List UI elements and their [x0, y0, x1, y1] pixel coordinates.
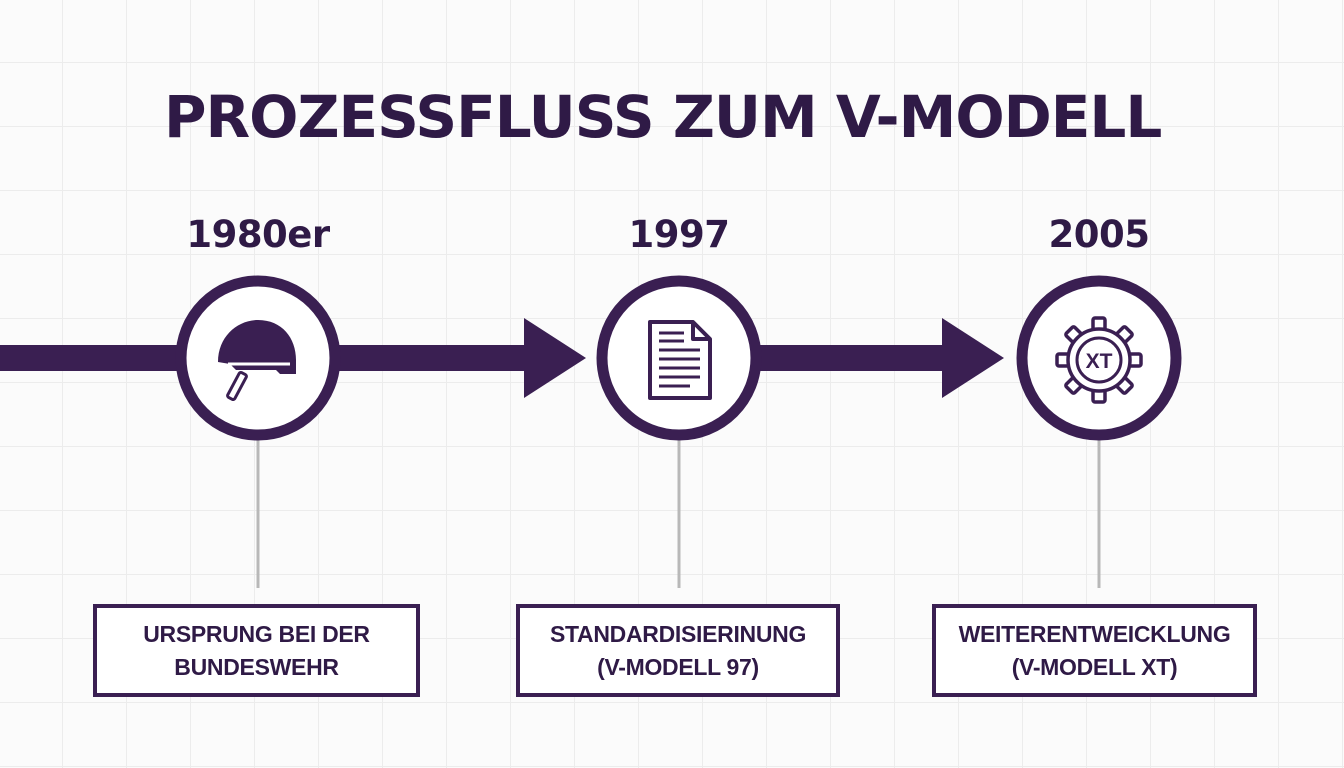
flow-arrowhead-1: [524, 318, 586, 398]
milestone-label-2-line2: (V-MODELL 97): [597, 653, 759, 680]
flow-bar-2-3: [755, 345, 950, 371]
diagram-title: PROZESSFLUSS ZUM V-MODELL: [164, 83, 1162, 151]
gear-xt-icon: XT: [1055, 316, 1143, 404]
document-icon: [648, 320, 712, 400]
milestone-year-3: 2005: [1048, 213, 1150, 256]
gear-xt-label: XT: [1086, 350, 1113, 373]
flow-arrowhead-2: [942, 318, 1004, 398]
milestone-label-3-line1: WEITERENTWEICKLUNG: [958, 620, 1231, 647]
helmet-icon: [218, 320, 296, 402]
milestone-label-3-line2: (V-MODELL XT): [1011, 653, 1178, 680]
milestone-label-1: URSPRUNG BEI DER BUNDESWEHR: [93, 604, 420, 697]
milestone-year-2: 1997: [628, 213, 730, 256]
flow-bar-start: [0, 345, 180, 371]
milestone-label-3: WEITERENTWEICKLUNG (V-MODELL XT): [932, 604, 1257, 697]
milestone-label-2-line1: STANDARDISIERINUNG: [549, 620, 807, 647]
flow-bar-1-2: [335, 345, 530, 371]
milestone-year-1: 1980er: [186, 213, 330, 256]
milestone-label-1-line2: BUNDESWEHR: [174, 653, 339, 680]
milestone-label-2: STANDARDISIERINUNG (V-MODELL 97): [516, 604, 840, 697]
milestone-label-1-line1: URSPRUNG BEI DER: [143, 620, 370, 647]
